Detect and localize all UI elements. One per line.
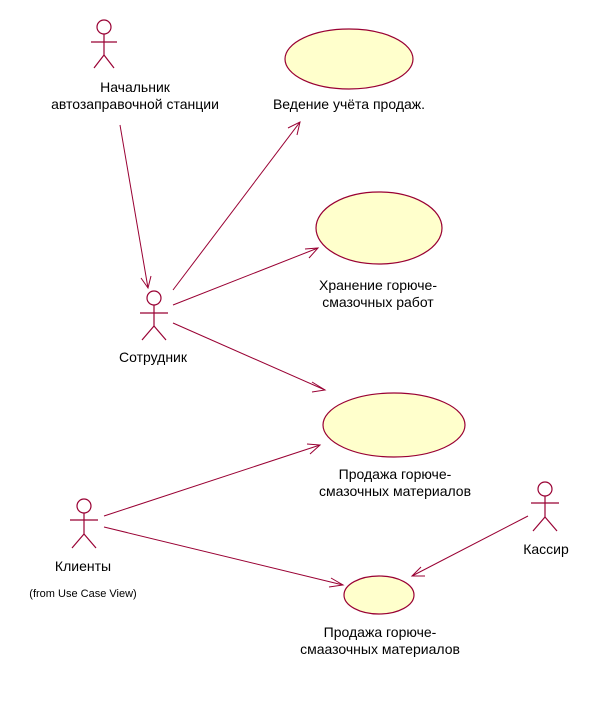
arrowhead-sales-accounting (287, 121, 301, 136)
arrowhead-employee (140, 275, 152, 290)
association-cashier-fuel-sales-2 (411, 515, 529, 577)
actor-cashier[interactable] (531, 481, 559, 532)
actor-cashier-label: Кассир (523, 541, 569, 557)
use-case-sales-accounting-label: Ведение учёта продаж. (272, 96, 426, 112)
use-case-fuel-sales-1[interactable] (322, 392, 466, 458)
association-employee-fuel-sales-1 (172, 322, 326, 391)
arrowhead-cashier-fuel-sales-2 (410, 566, 425, 577)
arrowhead-clients-fuel-sales-2 (328, 577, 345, 588)
association-clients-fuel-sales-2 (103, 526, 344, 586)
actor-employee[interactable] (140, 290, 168, 341)
arrowhead-fuel-sales-1 (311, 381, 327, 393)
association-employee-sales-accounting (172, 121, 301, 291)
actor-clients[interactable] (70, 498, 98, 549)
use-case-fuel-sales-1-label: Продажа горюче- смазочных материалов (318, 466, 472, 499)
actor-manager-label: Начальник автозаправочной станции (51, 79, 219, 112)
actor-clients-note: (from Use Case View) (29, 588, 137, 600)
actor-manager[interactable] (91, 19, 117, 69)
association-employee-fuel-storage (172, 247, 319, 306)
association-manager-employee (119, 124, 149, 289)
arrowhead-fuel-storage (304, 247, 320, 259)
actor-clients-label: Клиенты (54, 558, 112, 574)
use-case-fuel-storage-label: Хранение горюче- смазочных работ (319, 277, 437, 310)
use-case-fuel-sales-2[interactable] (343, 575, 415, 615)
use-case-fuel-storage[interactable] (315, 191, 443, 265)
arrowhead-clients-fuel-sales-1 (306, 443, 322, 455)
association-clients-fuel-sales-1 (103, 444, 321, 517)
use-case-fuel-sales-2-label: Продажа горюче- смаазочных материалов (300, 624, 460, 657)
actor-employee-label: Сотрудник (118, 349, 188, 365)
use-case-sales-accounting[interactable] (284, 28, 414, 90)
